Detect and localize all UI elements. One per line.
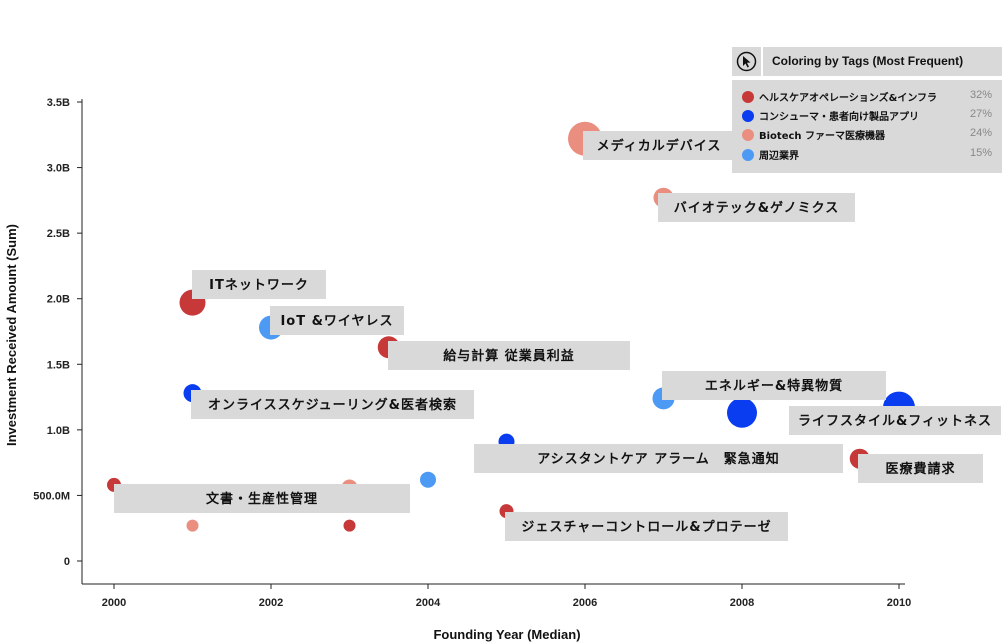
x-tick-label: 2002 [259, 597, 283, 609]
point-label: バイオテック&ゲノミクス [658, 193, 855, 222]
legend-item[interactable]: コンシューマ・患者向け製品アプリ 27% [741, 107, 996, 125]
data-point[interactable] [186, 519, 199, 532]
x-tick-label: 2008 [730, 597, 754, 609]
point-label-box [658, 193, 855, 222]
point-label: オンライススケジューリング&医者検索 [191, 390, 474, 419]
point-label-box [474, 444, 843, 473]
x-tick-label: 2010 [887, 597, 911, 609]
point-label-text: ジェスチャーコントロール&プロテーゼ [521, 519, 771, 535]
legend-swatch [742, 91, 754, 103]
point-label-box [192, 270, 326, 299]
point-label: 文書・生産性管理 [114, 484, 410, 513]
point-label-text: ITネットワーク [209, 278, 309, 293]
legend-swatch [742, 129, 754, 141]
x-tick-label: 2006 [573, 597, 597, 609]
x-tick-label: 2004 [416, 597, 441, 609]
y-tick-label: 2.5B [47, 228, 70, 240]
legend-item-label: コンシューマ・患者向け製品アプリ [759, 112, 919, 123]
legend-swatch [742, 110, 754, 122]
legend-item-pct: 24% [969, 127, 992, 139]
legend-item-pct: 32% [969, 89, 992, 101]
point-label: メディカルデバイス [583, 131, 735, 160]
point-label-text: メディカルデバイス [597, 138, 722, 154]
point-label: ITネットワーク [192, 270, 326, 299]
y-tick-label: 2.0B [47, 294, 70, 306]
legend-pointer-button[interactable] [732, 47, 761, 76]
y-tick-label: 3.0B [47, 163, 70, 175]
legend-title: Coloring by Tags (Most Frequent) [763, 47, 1002, 76]
point-label-box [388, 341, 630, 370]
data-point[interactable] [343, 519, 356, 532]
point-label: IoT &ワイヤレス [270, 306, 404, 335]
cursor-pointer-icon [736, 51, 757, 72]
legend-swatch [742, 149, 754, 161]
point-label-box [789, 406, 1001, 435]
legend-item-label: 周辺業界 [759, 151, 799, 162]
legend-item-pct: 27% [969, 108, 992, 120]
legend-item[interactable]: Biotech ファーマ医療機器 24% [741, 126, 996, 144]
y-tick-label: 1.5B [47, 359, 70, 371]
legend: ヘルスケアオペレーションズ&インフラ 32% コンシューマ・患者向け製品アプリ … [732, 80, 1002, 173]
point-label-text: バイオテック&ゲノミクス [674, 200, 840, 216]
data-point[interactable] [420, 471, 436, 488]
point-label-text: ライフスタイル&フィットネス [798, 414, 992, 429]
y-tick-label: 500.0M [33, 490, 70, 502]
legend-item-pct: 15% [969, 147, 992, 159]
point-label-box [583, 131, 735, 160]
legend-item-label: ヘルスケアオペレーションズ&インフラ [759, 93, 938, 104]
y-tick-label: 0 [64, 556, 70, 568]
point-label-box [505, 512, 788, 541]
point-label: アシスタントケア アラーム 緊急通知 [474, 444, 843, 473]
legend-item[interactable]: ヘルスケアオペレーションズ&インフラ 32% [741, 88, 996, 106]
point-label: ジェスチャーコントロール&プロテーゼ [505, 512, 788, 541]
point-label-text: アシスタントケア アラーム 緊急通知 [537, 451, 780, 467]
legend-header: Coloring by Tags (Most Frequent) [732, 47, 1002, 77]
point-label: 医療費請求 [858, 454, 983, 483]
point-label-box [270, 306, 404, 335]
y-tick-label: 3.5B [47, 97, 70, 109]
x-tick-label: 2000 [102, 597, 126, 609]
point-label-box [114, 484, 410, 513]
point-label-text: 給与計算 従業員利益 [443, 348, 575, 364]
point-label: ライフスタイル&フィットネス [789, 406, 1001, 435]
point-label: エネルギー&特異物質 [662, 371, 886, 400]
x-axis-title: Founding Year (Median) [433, 627, 580, 642]
point-label-box [662, 371, 886, 400]
point-label-box [858, 454, 983, 483]
legend-item[interactable]: 周辺業界 15% [741, 146, 996, 164]
point-label-text: 文書・生産性管理 [206, 491, 318, 507]
point-label-text: エネルギー&特異物質 [705, 378, 843, 394]
y-axis-title: Investment Received Amount (Sum) [4, 224, 19, 446]
point-label-text: 医療費請求 [885, 461, 955, 477]
legend-item-label: Biotech ファーマ医療機器 [759, 131, 886, 142]
y-tick-label: 1.0B [47, 425, 70, 437]
data-point[interactable] [727, 397, 757, 428]
point-label-text: オンライススケジューリング&医者検索 [208, 397, 457, 413]
point-label-text: IoT &ワイヤレス [280, 314, 393, 329]
point-label-box [191, 390, 474, 419]
point-label: 給与計算 従業員利益 [388, 341, 630, 370]
